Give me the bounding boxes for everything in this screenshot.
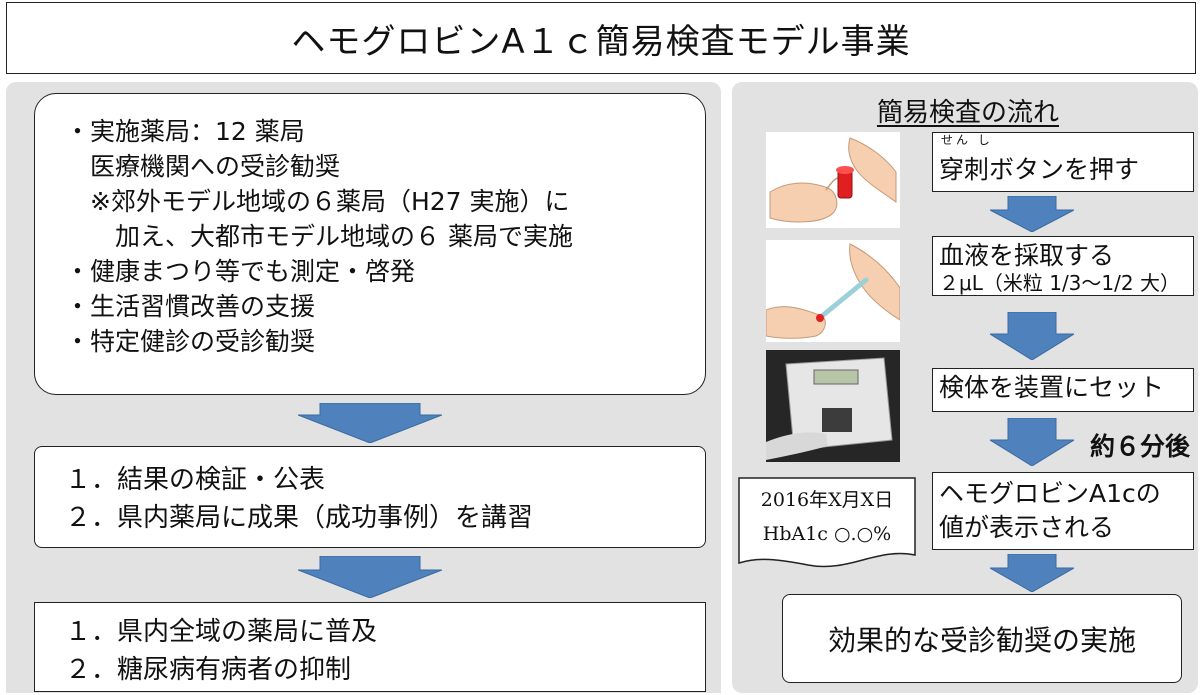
result-receipt: 2016年X月X日 HbA1c ○.○% [738,477,916,571]
impl-line-5: ・健康まつり等でも測定・啓発 [65,257,416,286]
down-arrow-right-2 [990,312,1074,360]
impl-line-2: 医療機関への受診勧奨 [65,152,341,181]
blood-collection-image [766,240,900,342]
step1-ruby: せん し [941,133,993,147]
step1-label: 穿刺ボタンを押す [939,155,1140,184]
impl-line-6: ・生活習慣改善の支援 [65,292,316,321]
receipt-date: 2016年X月X日 [760,489,894,511]
receipt-value: HbA1c ○.○% [762,523,892,545]
step-press-button: せん し 穿刺ボタンを押す [932,132,1194,192]
impl-line-4: 加え、大都市モデル地域の６ 薬局で実施 [65,222,573,251]
finger-prick-image [766,132,900,228]
implementation-box: ・実施薬局：12 薬局 医療機関への受診勧奨 ※郊外モデル地域の６薬局（H27 … [34,93,706,395]
step-set-sample: 検体を装置にセット [932,368,1194,412]
down-arrow-left-1 [298,403,442,443]
down-arrow-right-1 [990,196,1074,232]
receipt-shape [738,477,916,568]
step-collect-blood: 血液を採取する ２μL（米粒 1/3〜1/2 大） [932,236,1194,296]
down-arrow-right-3 [990,418,1074,466]
wait-time-label: 約６分後 [1090,432,1191,461]
step2-label: 血液を採取する [939,241,1115,270]
spread-line-1: １．県内全域の薬局に普及 [65,617,378,647]
receipt-text: 2016年X月X日 HbA1c ○.○% [738,483,916,551]
down-arrow-left-2 [298,556,442,598]
final-outcome-label: 効果的な受診勧奨の実施 [827,623,1136,657]
step2-sub: ２μL（米粒 1/3〜1/2 大） [939,271,1180,295]
page-title: ヘモグロビンA１ｃ簡易検査モデル事業 [291,21,911,62]
analyzer-device-image [766,350,900,462]
final-outcome-box: 効果的な受診勧奨の実施 [782,594,1182,683]
impl-line-1: ・実施薬局：12 薬局 [65,117,305,146]
title-box: ヘモグロビンA１ｃ簡易検査モデル事業 [6,2,1196,74]
step-display-value: ヘモグロビンA1cの 値が表示される [932,472,1194,550]
down-arrow-right-4 [990,554,1074,592]
step4-line-1: ヘモグロビンA1cの [939,479,1161,508]
result-line-2: ２．県内薬局に成果（成功事例）を講習 [65,503,534,533]
result-line-1: １．結果の検証・公表 [65,465,326,495]
spread-box: １．県内全域の薬局に普及 ２．糖尿病有病者の抑制 [34,602,706,692]
step3-label: 検体を装置にセット [939,373,1165,402]
flow-title: 簡易検査の流れ [876,98,1059,128]
step4-line-2: 値が表示される [939,513,1115,542]
impl-line-3: ※郊外モデル地域の６薬局（H27 実施）に [65,187,570,216]
spread-line-2: ２．糖尿病有病者の抑制 [65,655,352,685]
results-box: １．結果の検証・公表 ２．県内薬局に成果（成功事例）を講習 [34,446,706,548]
impl-line-7: ・特定健診の受診勧奨 [65,327,316,356]
